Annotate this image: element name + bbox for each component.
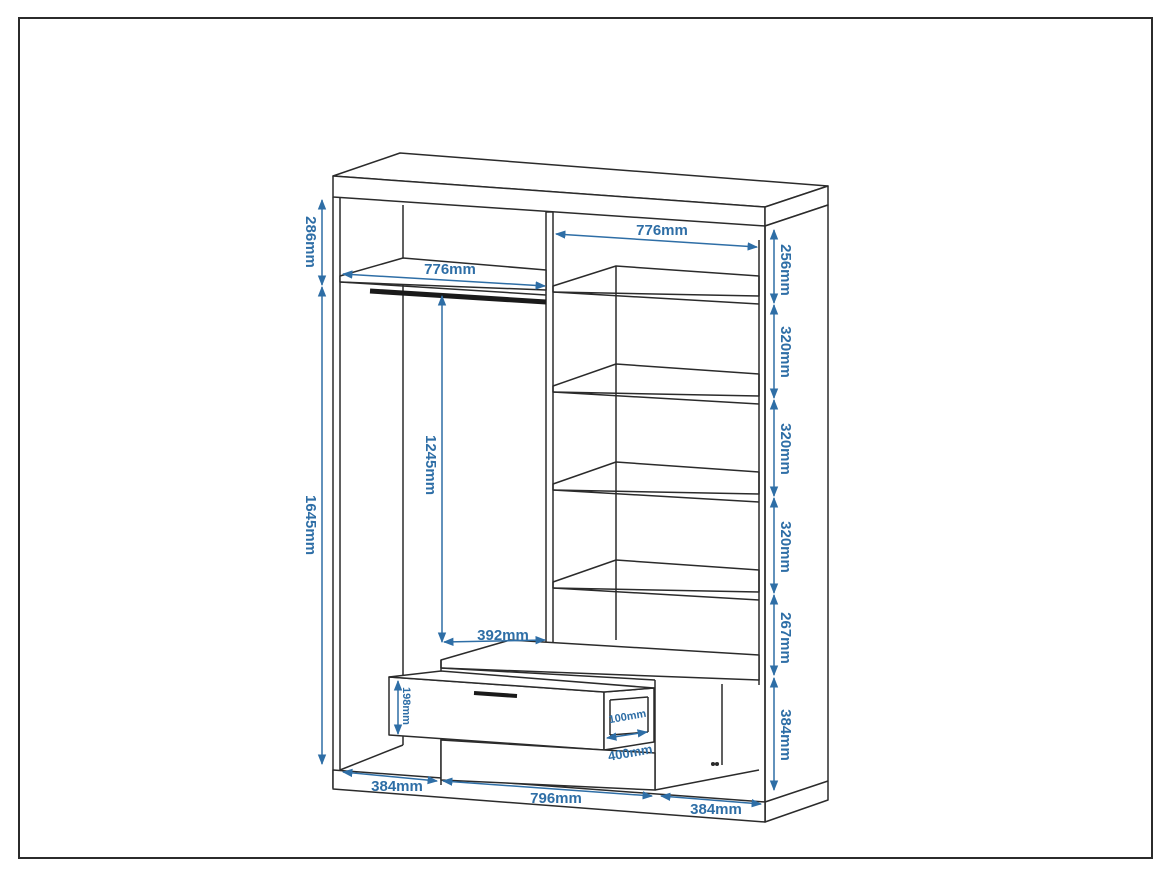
label-right-shelf-2: 320mm bbox=[777, 326, 794, 378]
label-right-shelf-1: 256mm bbox=[777, 244, 794, 296]
dimension-lines bbox=[317, 198, 779, 808]
label-bottom-left: 384mm bbox=[371, 778, 423, 795]
label-drawer-height: 198mm bbox=[400, 687, 412, 725]
label-inner-depth: 392mm bbox=[477, 627, 529, 644]
label-bottom-right: 384mm bbox=[690, 801, 742, 818]
label-bottom-middle: 796mm bbox=[530, 790, 582, 807]
label-left-shelf-width: 776mm bbox=[424, 261, 476, 278]
dimension-labels: 286mm 1645mm 1245mm 392mm 776mm 776mm 25… bbox=[302, 216, 794, 818]
drawer-open bbox=[388, 670, 655, 751]
label-hanging-height: 1245mm bbox=[422, 435, 439, 495]
drawer-handle bbox=[473, 691, 518, 698]
label-right-shelf-4: 320mm bbox=[777, 521, 794, 573]
right-shelves bbox=[552, 265, 760, 640]
label-top-compartment: 286mm bbox=[302, 216, 319, 268]
label-right-shelf-5: 267mm bbox=[777, 612, 794, 664]
label-right-shelf-width: 776mm bbox=[636, 222, 688, 239]
label-right-shelf-3: 320mm bbox=[777, 423, 794, 475]
lower-shelf bbox=[440, 639, 760, 681]
hanging-rail bbox=[369, 288, 547, 305]
label-right-bottom: 384mm bbox=[777, 709, 794, 761]
label-left-height: 1645mm bbox=[302, 495, 319, 555]
drawing-frame bbox=[18, 17, 1153, 859]
